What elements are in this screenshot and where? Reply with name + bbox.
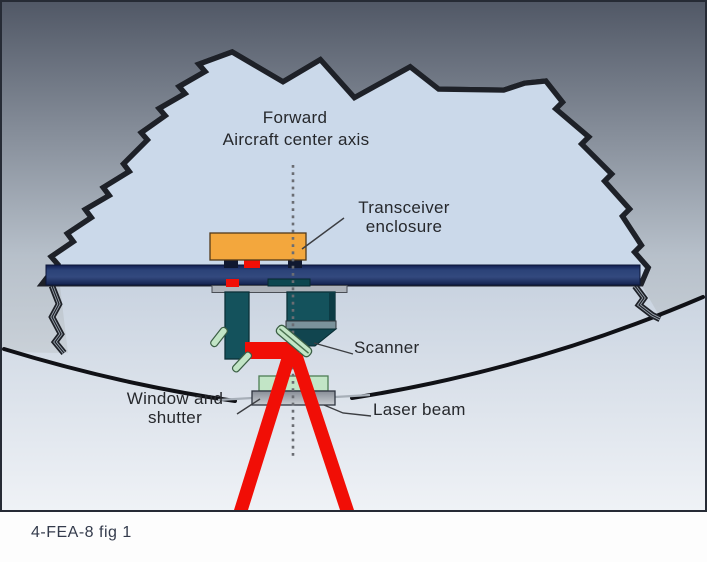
fuselage-skin-curve-left [2, 347, 237, 403]
aircraft-floor-beam [45, 264, 641, 286]
label-window-line1: Window and [126, 389, 224, 408]
label-forward: Forward [262, 108, 328, 127]
transceiver-enclosure [209, 232, 307, 268]
label-scanner: Scanner [354, 338, 420, 357]
transceiver-leader [301, 217, 345, 250]
enclosure-foot-left [224, 259, 238, 268]
label-transceiver-line2: enclosure [365, 217, 443, 236]
label-aircraft-center-axis: Aircraft center axis [222, 130, 370, 149]
aircraft-laser-diagram [2, 2, 705, 510]
scanner-leader [313, 342, 354, 355]
laser-beam-right-leg [288, 353, 354, 510]
scanner-assembly [285, 291, 338, 347]
enclosure-box [209, 232, 307, 261]
label-window-and-shutter: Window and shutter [127, 389, 224, 427]
laser-beam-left-leg [234, 353, 297, 510]
laser-leader [323, 404, 372, 417]
figure-caption: 4-FEA-8 fig 1 [31, 524, 132, 541]
laser-exit-port [244, 259, 260, 268]
diagram-area: Forward Aircraft center axis Transceiver… [0, 0, 707, 512]
leader-lines [236, 217, 372, 417]
label-window-line2: shutter [147, 408, 203, 427]
aircraft-cutaway [36, 49, 652, 287]
laser-beam-path [234, 342, 354, 510]
scanner-mount-bar [267, 278, 311, 287]
post-mirror-upper [210, 326, 228, 348]
enclosure-foot-right [288, 259, 302, 268]
window-leader [236, 398, 261, 415]
laser-feedthrough [226, 279, 239, 287]
cutaway-wall-stubs [48, 284, 662, 356]
label-transceiver-enclosure: Transceiver enclosure [358, 198, 449, 236]
mirrors [210, 324, 313, 373]
scanner-mirror [275, 324, 313, 358]
post-mirror-lower [231, 351, 253, 373]
skin-connector-lines [217, 393, 371, 402]
label-laser-beam: Laser beam [373, 400, 466, 419]
label-transceiver-line1: Transceiver [358, 198, 450, 217]
